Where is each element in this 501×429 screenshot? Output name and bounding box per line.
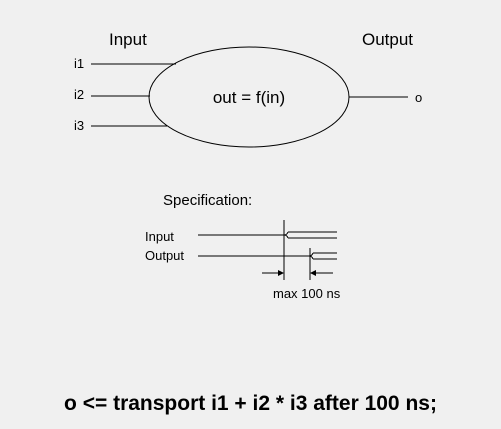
delay-dimension — [262, 220, 333, 280]
timing-input-label: Input — [145, 229, 174, 244]
function-label: out = f(in) — [213, 88, 285, 107]
arrow-right-icon — [278, 270, 284, 276]
input-label-i3: i3 — [74, 118, 84, 133]
vhdl-statement: o <= transport i1 + i2 * i3 after 100 ns… — [64, 392, 437, 415]
output-waveform — [198, 252, 337, 260]
specification-title: Specification: — [163, 192, 252, 209]
input-heading: Input — [109, 30, 147, 49]
input-waveform — [198, 231, 337, 239]
output-label-o: o — [415, 90, 422, 105]
delay-label: max 100 ns — [273, 286, 341, 301]
input-label-i2: i2 — [74, 87, 84, 102]
arrow-left-icon — [310, 270, 316, 276]
timing-output-label: Output — [145, 248, 184, 263]
input-label-i1: i1 — [74, 56, 84, 71]
output-heading: Output — [362, 30, 413, 49]
